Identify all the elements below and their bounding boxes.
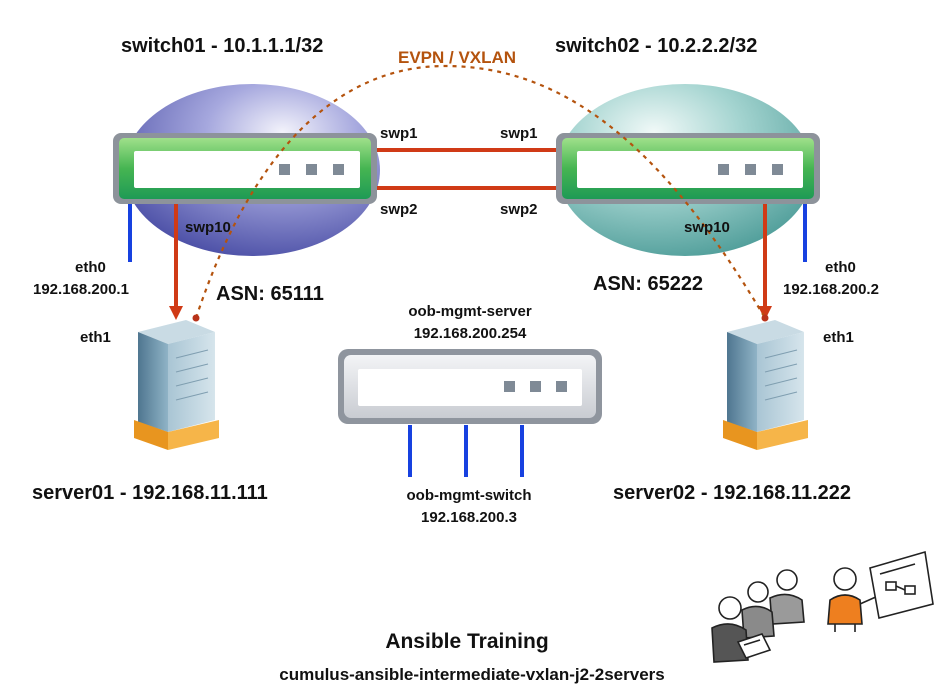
switch01-swp10-label: swp10: [185, 219, 231, 236]
oob-mgmt-server-ip: 192.168.200.254: [414, 325, 527, 342]
switch01-device: [113, 133, 377, 204]
switch02-device: [556, 133, 820, 204]
switch01-asn: ASN: 65111: [216, 283, 324, 305]
server-tower-icon: [134, 320, 219, 450]
overlay-end-dot-right: [761, 314, 769, 322]
evpn-vxlan-label: EVPN / VXLAN: [398, 48, 516, 67]
switch01-swp1-label: swp1: [380, 125, 418, 142]
switch01-swp10-arrowhead: [169, 306, 183, 320]
switch02-swp2-label: swp2: [500, 201, 538, 218]
server02-device: [723, 320, 808, 450]
server02-title: server02 - 192.168.11.222: [613, 482, 851, 504]
server01-device: [134, 320, 219, 450]
switch01-swp2-label: swp2: [380, 201, 418, 218]
server01-title: server01 - 192.168.11.111: [32, 482, 268, 504]
server02-eth1-label: eth1: [823, 329, 854, 346]
footer-title: Ansible Training: [385, 630, 548, 653]
server01-eth1-label: eth1: [80, 329, 111, 346]
oob-mgmt-switch-ip: 192.168.200.3: [421, 509, 517, 526]
switch02-swp1-label: swp1: [500, 125, 538, 142]
evpn-vxlan-overlay-arc: [194, 64, 766, 319]
switch01-title: switch01 - 10.1.1.1/32: [121, 35, 323, 57]
oob-mgmt-switch-name: oob-mgmt-switch: [407, 487, 532, 504]
switch02-swp10-label: swp10: [684, 219, 730, 236]
switch01-eth0-label: eth0: [75, 259, 106, 276]
oob-mgmt-server-name: oob-mgmt-server: [408, 303, 532, 320]
switch02-mgmt-ip: 192.168.200.2: [783, 281, 879, 298]
footer-subtitle: cumulus-ansible-intermediate-vxlan-j2-2s…: [279, 665, 664, 684]
switch02-title: switch02 - 10.2.2.2/32: [555, 35, 757, 57]
switch01-mgmt-ip: 192.168.200.1: [33, 281, 129, 298]
overlay-end-dot-left: [192, 314, 200, 322]
switch02-eth0-label: eth0: [825, 259, 856, 276]
oob-mgmt-switch-device: [338, 349, 602, 424]
training-people-icon: [711, 550, 934, 663]
switch02-asn: ASN: 65222: [593, 273, 703, 295]
switch02-swp10-arrowhead: [758, 306, 772, 320]
server-tower-icon: [723, 320, 808, 450]
